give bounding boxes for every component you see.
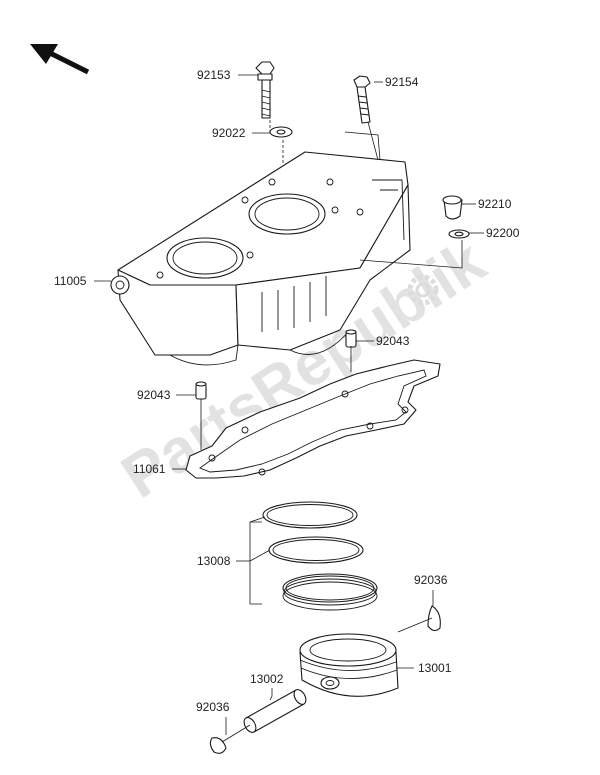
label-11005: 11005 (54, 274, 87, 288)
piston-pin-13002 (243, 689, 307, 733)
part-labels: 92153 92154 92022 92210 92200 11005 9204… (54, 68, 520, 714)
dowel-pin-92043-lower (195, 381, 207, 400)
label-92022: 92022 (212, 126, 246, 140)
label-92200: 92200 (486, 226, 520, 240)
cap-92210 (442, 195, 463, 220)
label-92036-upper: 92036 (414, 573, 448, 587)
leader-lines (94, 74, 484, 743)
label-11061: 11061 (133, 462, 166, 476)
bolt-92154 (353, 75, 371, 124)
washer-92200 (448, 229, 470, 239)
bolt-92153 (255, 61, 275, 119)
label-13008: 13008 (197, 554, 231, 568)
piston-rings-13008 (262, 501, 378, 611)
washer-92022 (269, 126, 293, 138)
label-92043-upper: 92043 (376, 334, 410, 348)
label-92036-lower: 92036 (196, 700, 230, 714)
gear-icon (407, 274, 439, 306)
label-92154: 92154 (385, 75, 419, 89)
front-direction-arrow-icon (30, 44, 90, 75)
label-92043-lower: 92043 (137, 388, 171, 402)
dowel-pin-92043-upper (345, 329, 357, 348)
cylinder-block-11005 (110, 151, 411, 366)
label-13001: 13001 (418, 661, 452, 675)
piston-13001 (299, 633, 399, 697)
circlip-92036-upper (427, 605, 441, 632)
label-92210: 92210 (478, 197, 512, 211)
circlip-92036-lower (209, 737, 227, 754)
base-gasket-11061 (185, 359, 441, 479)
label-13002: 13002 (250, 672, 284, 686)
label-92153: 92153 (197, 68, 231, 82)
